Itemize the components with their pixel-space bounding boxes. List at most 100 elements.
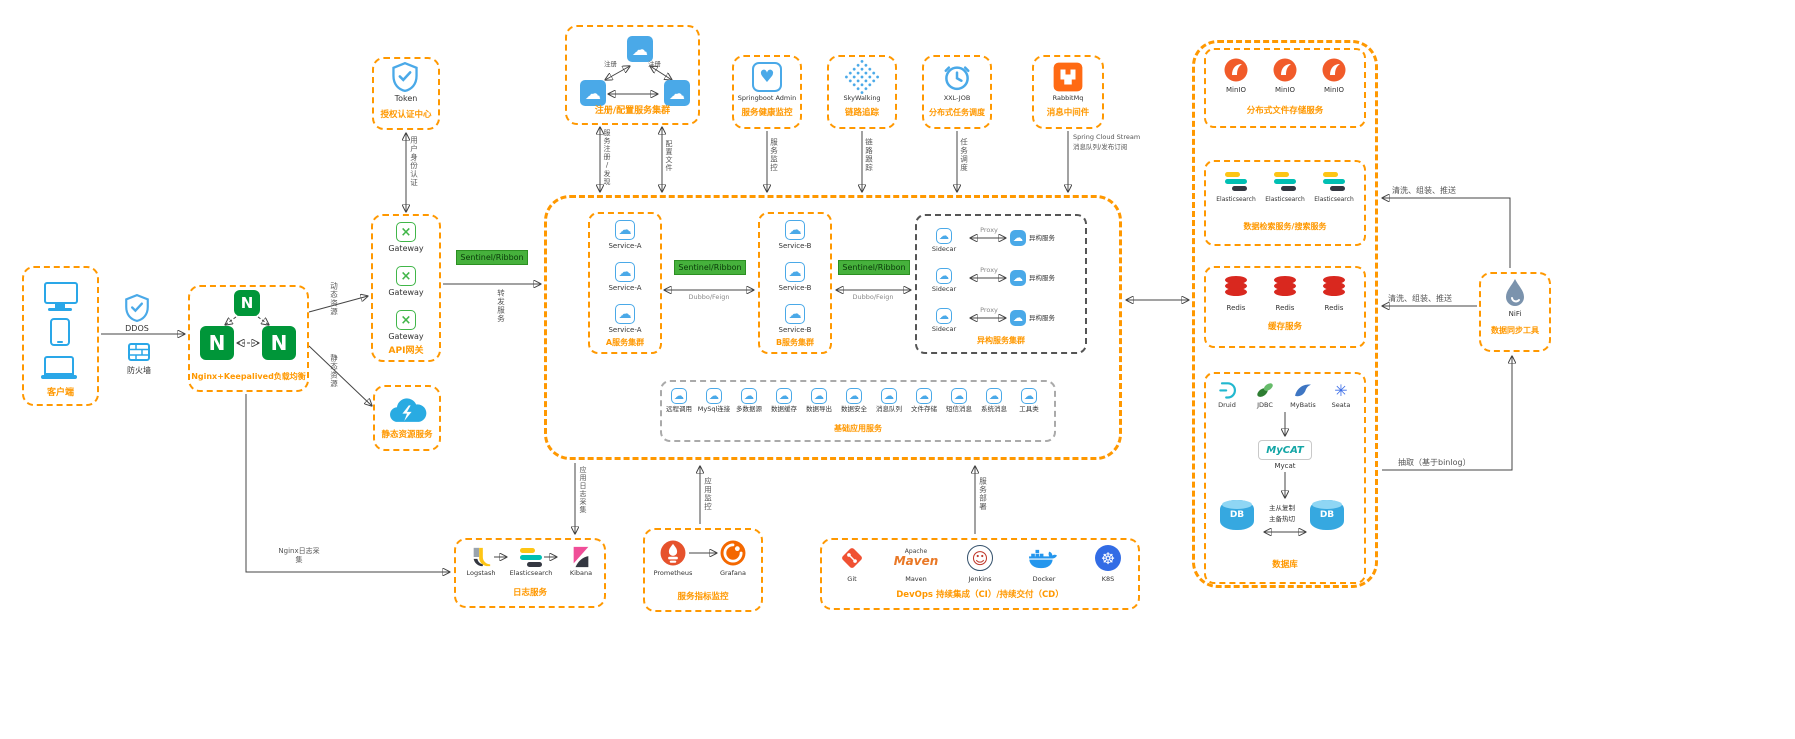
client-box: [22, 266, 99, 406]
desktop-icon: [44, 282, 78, 311]
gateway-label: Gateway: [388, 244, 424, 253]
redis-icon: [1274, 276, 1296, 296]
nginx-icon: N: [262, 326, 296, 360]
jenkins-label: Jenkins: [968, 575, 992, 583]
minio-icon: [1224, 58, 1248, 82]
xxl-job-label: XXL-JOB: [943, 94, 971, 102]
hetero-service-cloud-icon: ☁: [1010, 310, 1026, 326]
db-label: DB: [1229, 510, 1245, 520]
elasticsearch-label: Elasticsearch: [1265, 196, 1305, 203]
db-cylinder-icon: DB: [1220, 500, 1254, 530]
elasticsearch-label: Elasticsearch: [1216, 196, 1256, 203]
service-b-cloud-icon: ☁: [785, 220, 805, 240]
minio-icon: [1322, 58, 1346, 82]
edge-label-trace: 链路跟踪: [864, 138, 874, 172]
heartbeat-icon: ♥: [752, 62, 782, 92]
minio-icon: [1273, 58, 1297, 82]
edge-label-dynamic: 动态资源: [329, 282, 339, 316]
sidecar-cloud-icon: ☁: [936, 268, 952, 284]
seata-icon: ✳: [1334, 380, 1348, 400]
sidecar-label: Sidecar: [931, 245, 957, 253]
base-service-label: 数据导出: [806, 405, 832, 413]
hetero-service-label: 异构服务: [1029, 274, 1055, 282]
base-service-cloud-icon: ☁: [671, 388, 687, 404]
minio-label: MinIO: [1275, 86, 1295, 94]
rabbitmq-icon: [1053, 62, 1083, 92]
git-icon: [839, 545, 865, 571]
jenkins-icon: ☺: [967, 545, 993, 571]
nifi-label: NiFi: [1508, 310, 1522, 318]
registry-cloud-icon: ☁: [664, 80, 690, 106]
metrics-title: 服务指标监控: [677, 592, 729, 602]
gateway-label: Gateway: [388, 288, 424, 297]
sidecar-cloud-icon: ☁: [936, 308, 952, 324]
base-service-cloud-icon: ☁: [881, 388, 897, 404]
kibana-label: Kibana: [569, 569, 593, 577]
service-area-box: [544, 195, 1122, 460]
mq-title: 消息中间件: [1046, 108, 1090, 118]
logs-title: 日志服务: [512, 588, 547, 598]
base-service-label: 文件存储: [911, 405, 937, 413]
logstash-label: Logstash: [466, 569, 496, 577]
base-service-label: 远程调用: [666, 405, 692, 413]
cluster-b-box: [758, 212, 832, 354]
hetero-service-label: 异构服务: [1029, 234, 1055, 242]
tablet-icon: [50, 318, 70, 346]
service-a-cloud-icon: ☁: [615, 304, 635, 324]
edge-label-clean-push: 清洗、组装、推送: [1388, 294, 1452, 303]
elasticsearch-icon: [520, 546, 542, 568]
service-b-label: Service-B: [778, 284, 812, 292]
nifi-box: [1479, 272, 1551, 352]
ddos-shield-icon: [124, 294, 150, 322]
elasticsearch-icon: [1323, 170, 1345, 192]
edge-label-proxy: Proxy: [980, 266, 998, 274]
es-box: [1204, 160, 1366, 246]
git-label: Git: [847, 575, 857, 583]
service-a-cloud-icon: ☁: [615, 262, 635, 282]
base-service-cloud-icon: ☁: [986, 388, 1002, 404]
nifi-drop-icon: [1503, 278, 1527, 308]
gateway-label: Gateway: [388, 332, 424, 341]
docker-label: Docker: [1032, 575, 1056, 583]
redis-title: 缓存服务: [1267, 322, 1302, 332]
base-service-label: 短信消息: [946, 405, 972, 413]
task-schedule-title: 分布式任务调度: [929, 108, 985, 117]
elasticsearch-label: Elasticsearch: [509, 569, 553, 577]
service-a-cloud-icon: ☁: [615, 220, 635, 240]
base-service-cloud-icon: ☁: [741, 388, 757, 404]
storage-column-box: [1192, 40, 1378, 588]
base-service-cloud-icon: ☁: [951, 388, 967, 404]
kibana-icon: [570, 546, 592, 568]
elasticsearch-icon: [1274, 170, 1296, 192]
xxl-job-box: [922, 55, 992, 129]
sidecar-label: Sidecar: [931, 285, 957, 293]
seata-label: Seata: [1331, 401, 1351, 409]
edge-label-proxy: Proxy: [980, 306, 998, 314]
springboot-admin-label: Springboot Admin: [737, 94, 797, 102]
minio-label: MinIO: [1226, 86, 1246, 94]
docker-icon: [1028, 546, 1058, 570]
base-services-box: [660, 380, 1056, 442]
grafana-label: Grafana: [719, 569, 747, 577]
sidecar-cloud-icon: ☁: [936, 228, 952, 244]
registry-cloud-icon: ☁: [627, 36, 653, 62]
gateway-icon: ×: [396, 266, 416, 286]
nginx-icon: N: [200, 326, 234, 360]
static-server-box: [373, 385, 441, 451]
edge-label-nginx-log: Nginx日志采集: [278, 547, 320, 564]
edge-label-proxy: Proxy: [980, 226, 998, 234]
maven-label: Maven: [905, 575, 927, 583]
api-gateway-title: API网关: [388, 346, 424, 356]
druid-icon: [1217, 380, 1237, 400]
redis-label: Redis: [1226, 304, 1246, 312]
prometheus-icon: [660, 540, 686, 566]
base-service-label: MySql连接: [697, 405, 731, 413]
jdbc-label: JDBC: [1257, 401, 1273, 409]
service-b-cloud-icon: ☁: [785, 304, 805, 324]
maven-logo-line1: Apache: [904, 548, 928, 555]
static-server-title: 静态资源服务: [381, 430, 433, 440]
redis-label: Redis: [1275, 304, 1295, 312]
laptop-icon: [41, 356, 77, 379]
druid-label: Druid: [1218, 401, 1236, 409]
